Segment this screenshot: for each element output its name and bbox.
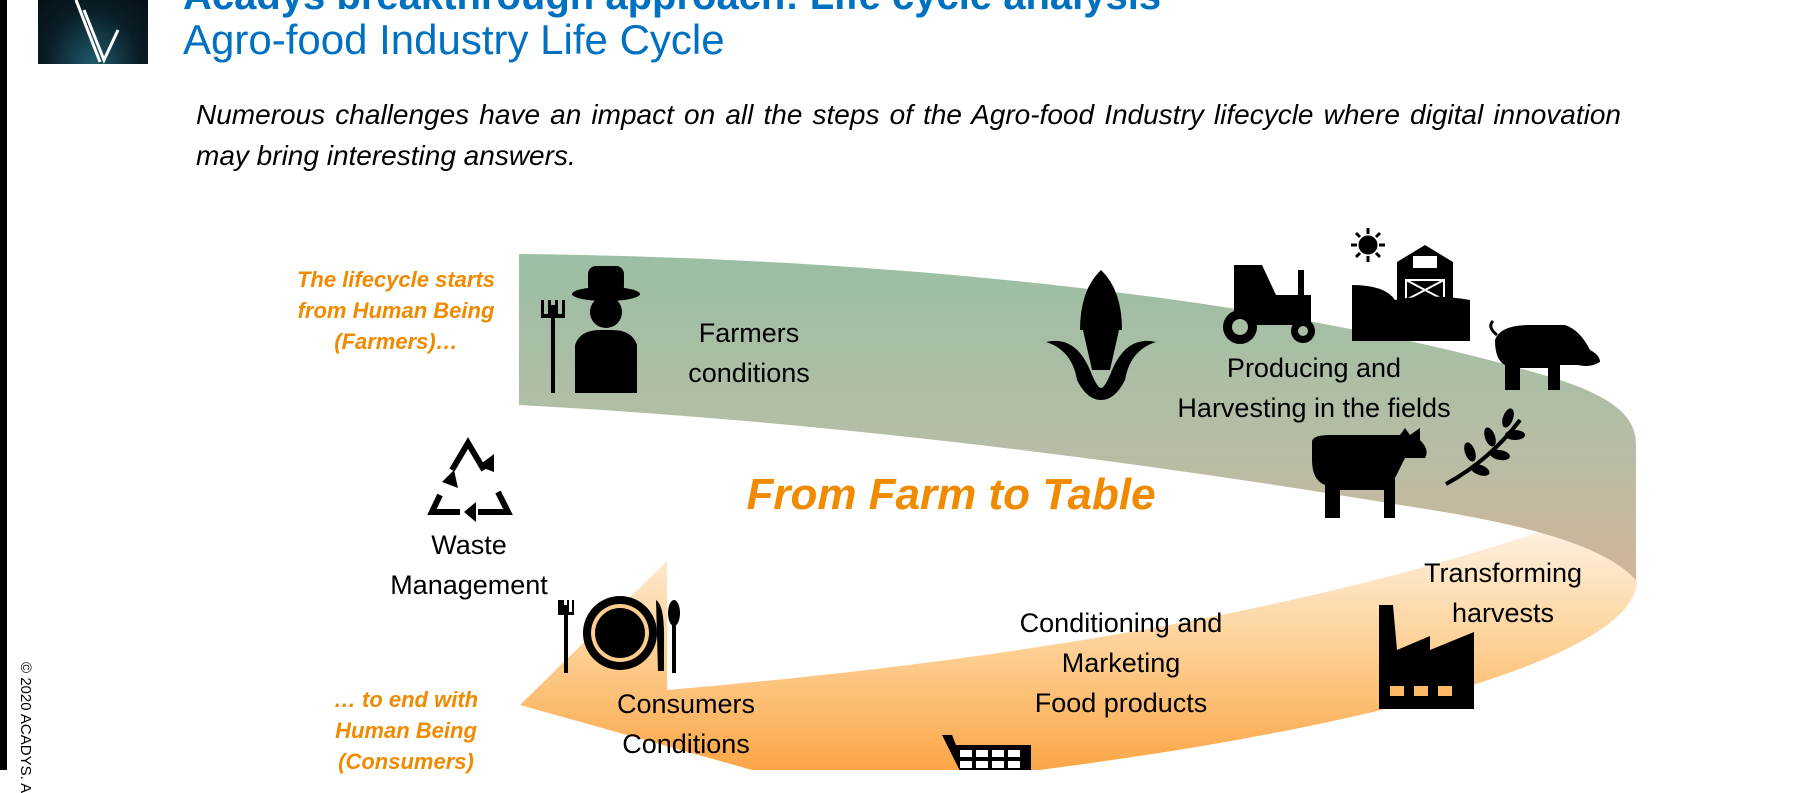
stage-label-line: Harvesting in the fields — [1177, 393, 1451, 423]
stage-consumers: Consumers Conditions — [617, 684, 755, 764]
start-note: The lifecycle starts from Human Being (F… — [276, 264, 516, 357]
start-note-line: The lifecycle starts — [296, 267, 496, 292]
stage-farmers: Farmers conditions — [688, 313, 810, 393]
barn-icon — [1352, 245, 1470, 341]
stage-waste: Waste Management — [390, 525, 548, 605]
stage-transforming: Transforming harvests — [1424, 553, 1582, 633]
slide-title: Acadys breakthrough approach: Life cycle… — [183, 0, 1161, 19]
plate-cutlery-icon — [558, 596, 680, 673]
lifecycle-diagram — [427, 228, 1637, 770]
farmer-icon — [541, 266, 640, 393]
stage-label-line: Marketing — [1061, 648, 1181, 678]
pig-icon — [1489, 319, 1600, 390]
stage-label-line: Consumers — [616, 689, 756, 719]
factory-icon — [1379, 605, 1474, 709]
shopping-cart-icon — [942, 735, 1031, 770]
stage-label-line: Transforming — [1423, 558, 1583, 588]
end-note-line: (Consumers) — [338, 749, 474, 774]
intro-text: Numerous challenges have an impact on al… — [196, 99, 1621, 171]
stage-label-line: Conditions — [622, 729, 750, 759]
stage-label-line: Waste — [431, 530, 507, 560]
stage-label-line: Conditioning and — [1019, 608, 1223, 638]
recycle-icon — [427, 437, 513, 515]
stage-label-line: Management — [390, 570, 548, 600]
cow-icon — [1312, 428, 1427, 518]
center-title: From Farm to Table — [746, 470, 1156, 519]
start-note-line: (Farmers)… — [334, 329, 458, 354]
end-note-line: … to end with — [333, 687, 479, 712]
end-note: … to end with Human Being (Consumers) — [286, 684, 526, 777]
stage-producing: Producing and Harvesting in the fields — [1177, 348, 1450, 428]
corn-icon — [1046, 270, 1156, 400]
start-note-line: from Human Being — [297, 298, 495, 323]
left-edge-bar — [0, 0, 7, 770]
stage-label-line: conditions — [688, 358, 810, 388]
recycle-arrowheads — [442, 454, 494, 522]
end-note-line: Human Being — [335, 718, 477, 743]
tractor-icon — [1223, 265, 1315, 344]
stage-label-line: Producing and — [1226, 353, 1402, 383]
stage-conditioning: Conditioning and Marketing Food products — [1020, 603, 1223, 723]
copyright: © 2020 ACADYS. A — [17, 662, 34, 793]
stage-label-line: Food products — [1034, 688, 1208, 718]
wheat-icon — [1445, 408, 1525, 486]
stage-label-line: Farmers — [698, 318, 800, 348]
stage-label-line: harvests — [1451, 598, 1555, 628]
acadys-logo — [38, 0, 148, 64]
lower-orange-arrow-band — [520, 530, 1637, 770]
sun-icon — [1351, 228, 1385, 262]
slide-subtitle: Agro-food Industry Life Cycle — [183, 16, 725, 63]
